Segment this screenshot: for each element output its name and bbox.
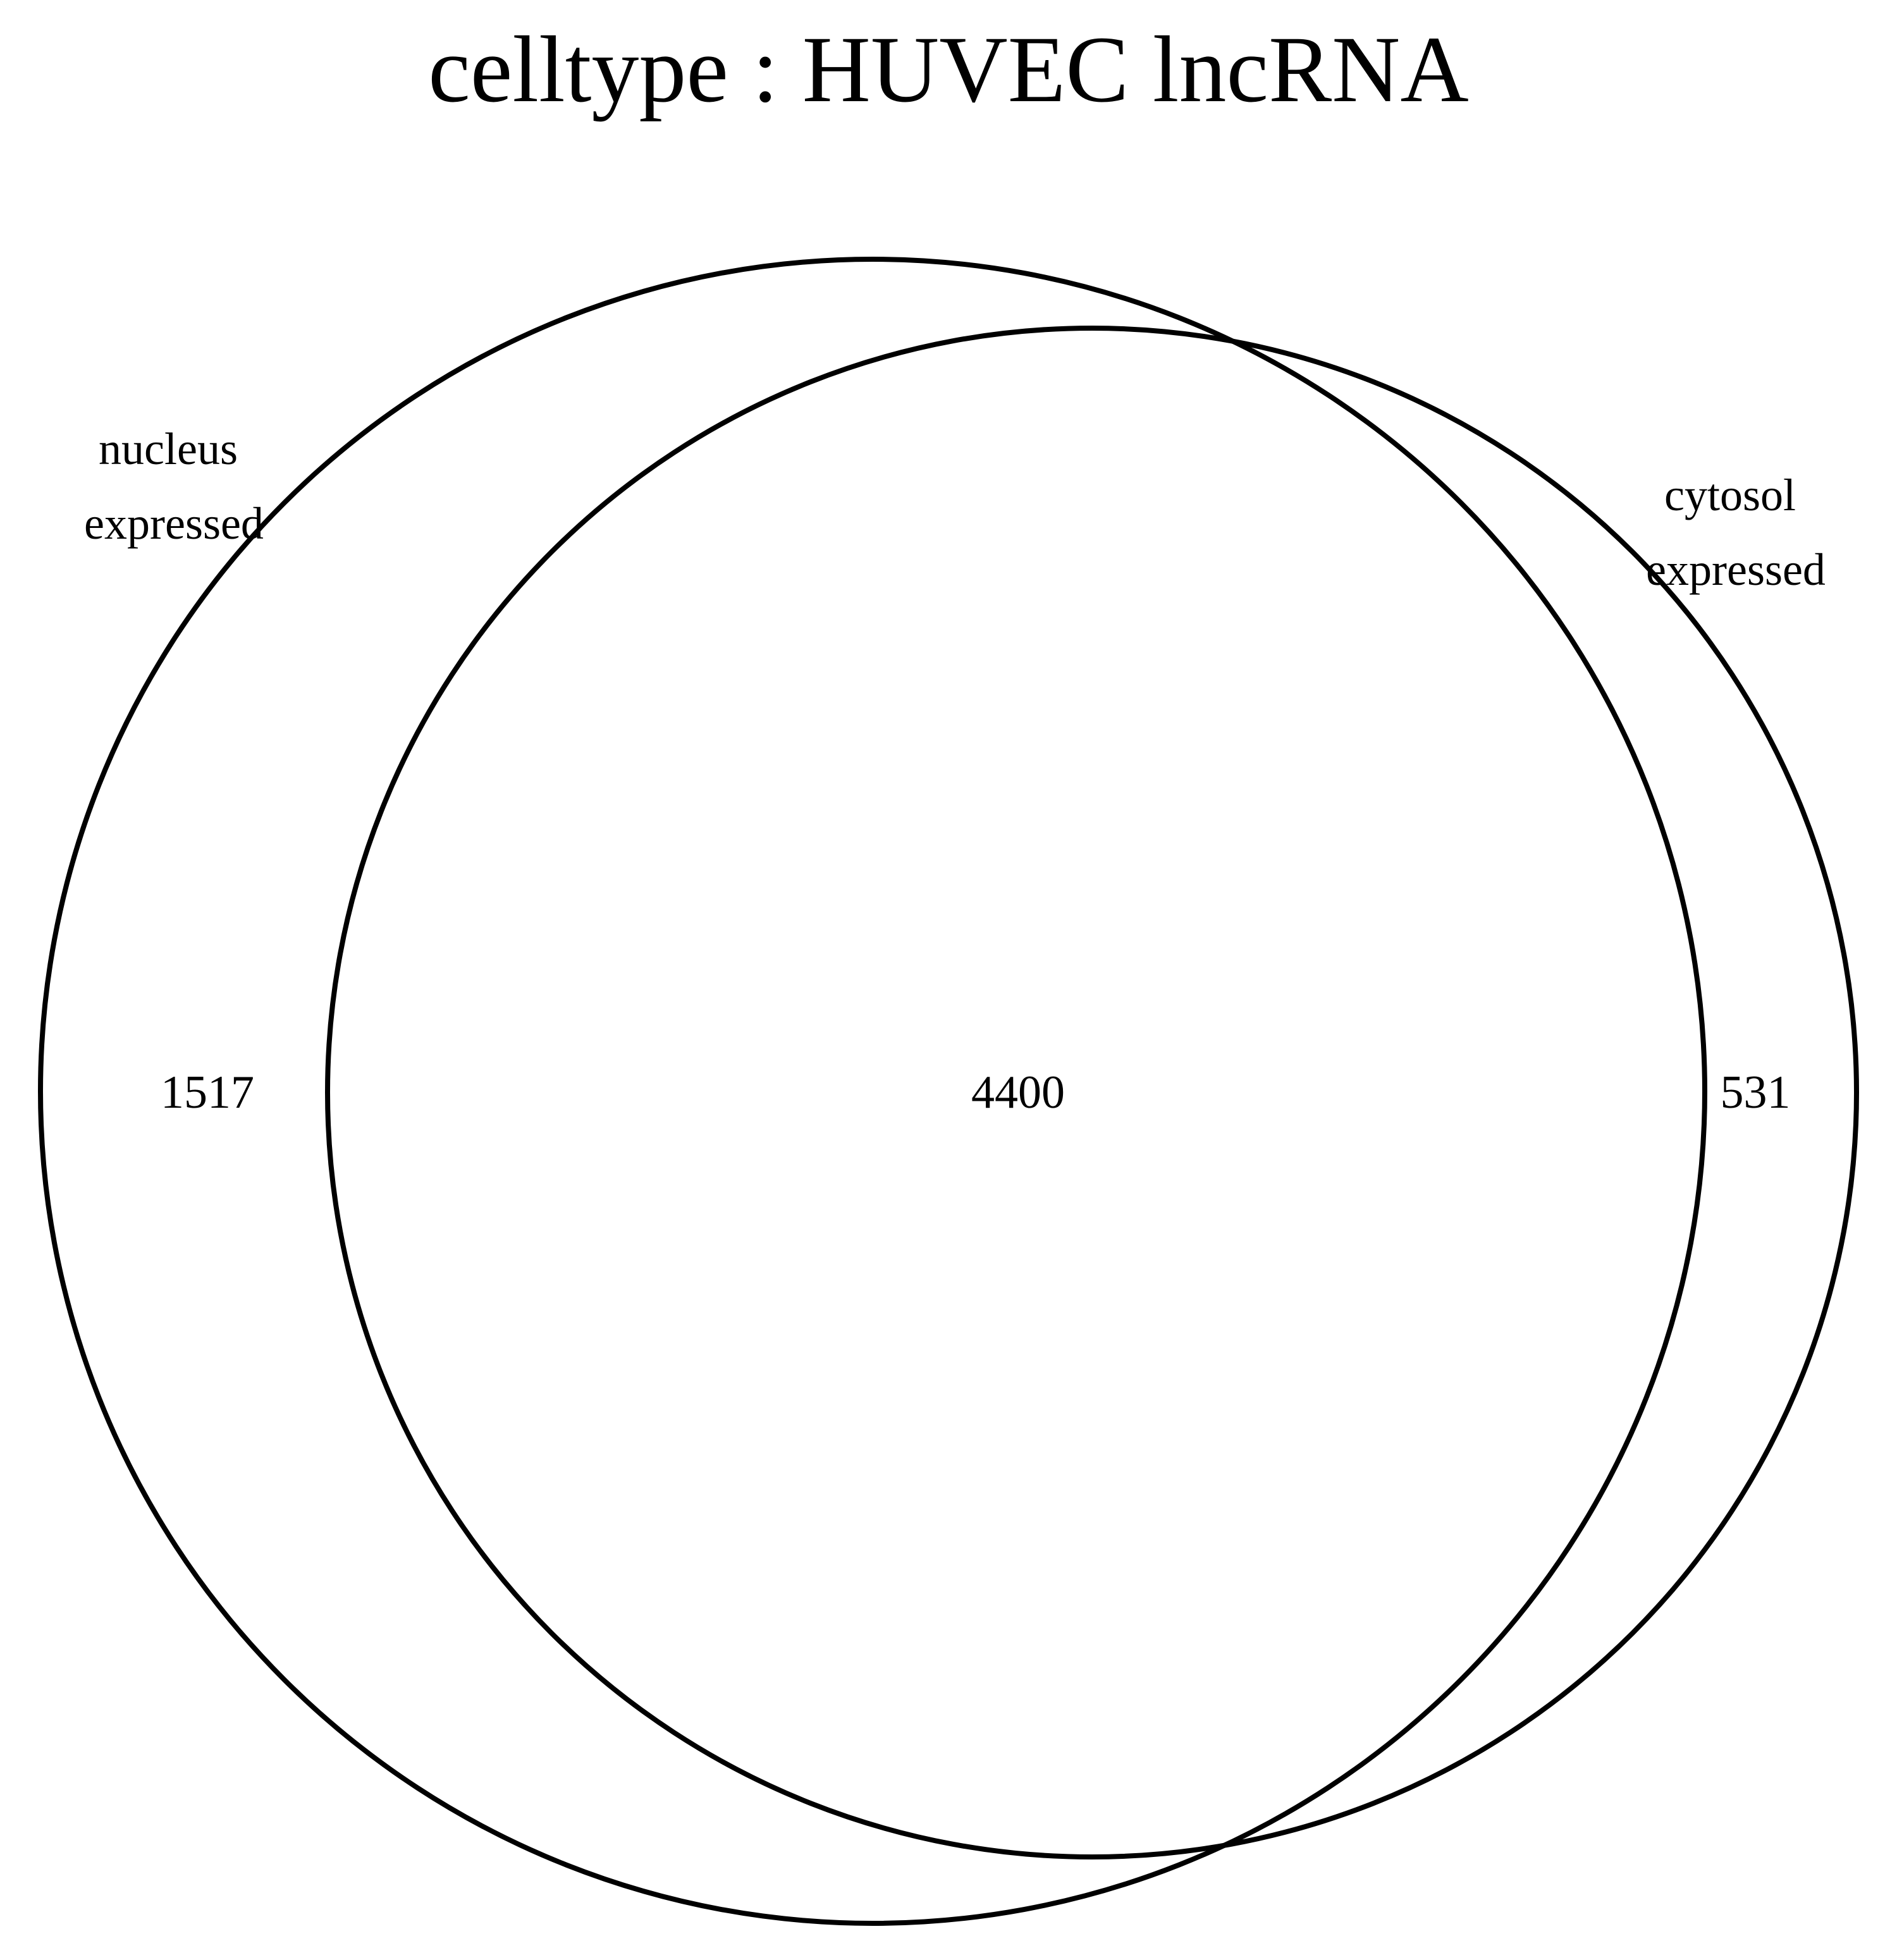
nucleus-set-label-line2: expressed <box>84 498 264 549</box>
diagram-title: celltype : HUVEC lncRNA <box>428 17 1469 122</box>
nucleus-set-label-line1: nucleus <box>99 424 238 474</box>
cytosol-set-label-line1: cytosol <box>1664 470 1796 520</box>
cytosol-only-count: 531 <box>1721 1067 1791 1118</box>
nucleus-only-count: 1517 <box>161 1067 254 1118</box>
cytosol-expressed-circle <box>325 326 1859 1859</box>
intersection-count: 4400 <box>971 1067 1065 1118</box>
nucleus-set-label: nucleus expressed <box>84 424 264 549</box>
cytosol-set-label: cytosol expressed <box>1646 470 1826 595</box>
cytosol-set-label-line2: expressed <box>1646 544 1826 595</box>
nucleus-expressed-circle <box>38 257 1707 1926</box>
